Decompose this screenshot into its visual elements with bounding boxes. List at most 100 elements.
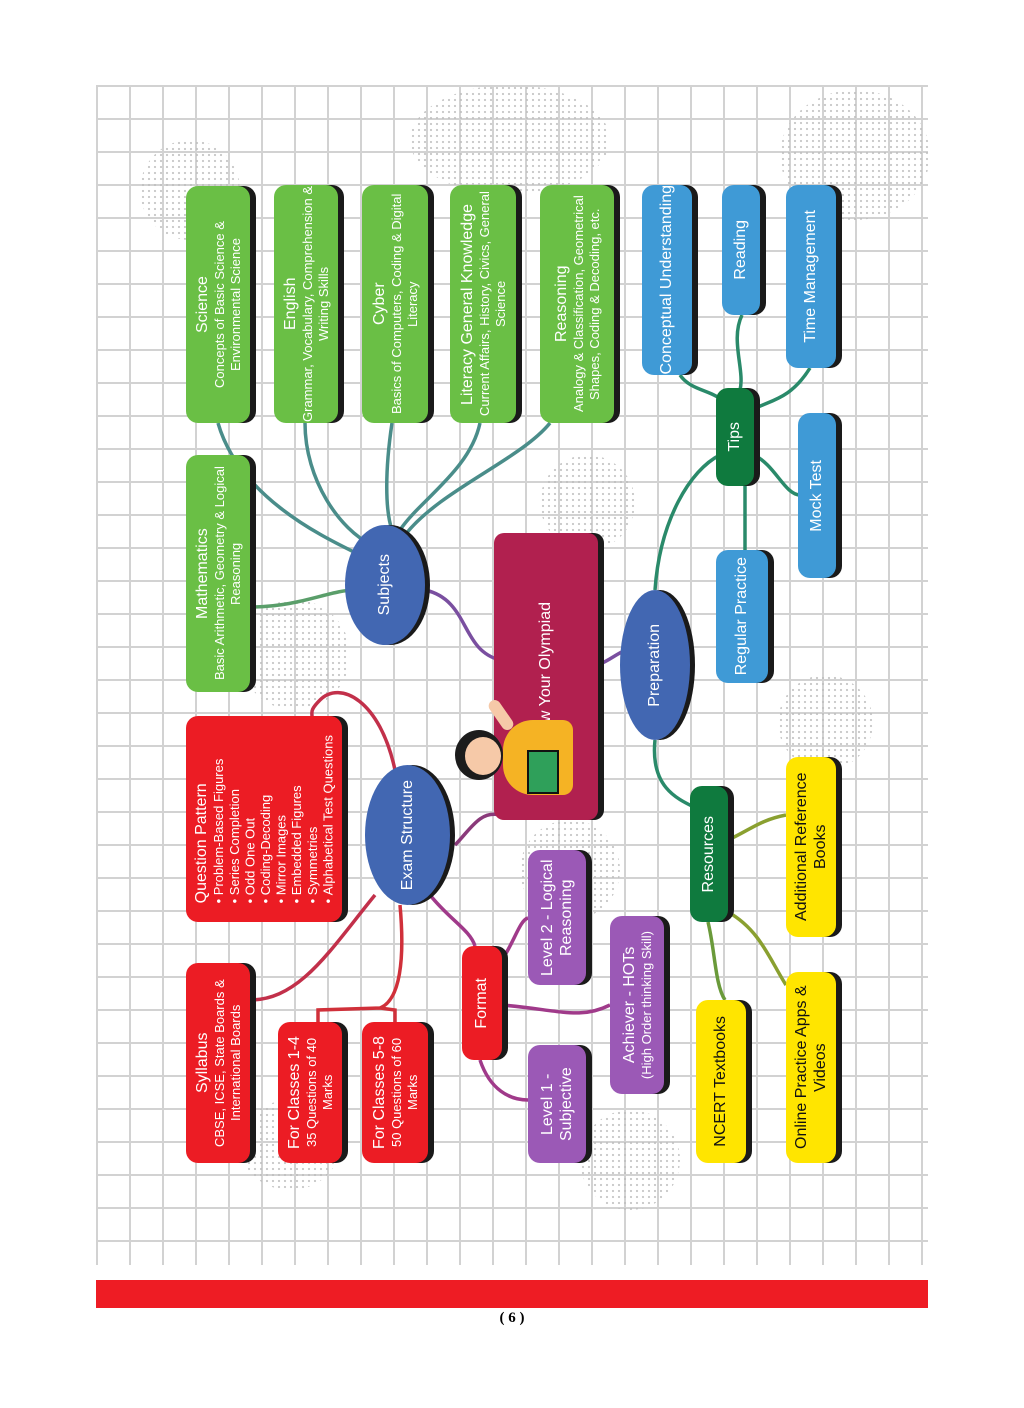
dot-pattern [410,85,610,195]
node-detail: Basics of Computers, Coding & Digital Li… [389,193,420,415]
node-title: Online Practice Apps & Videos [792,985,829,1150]
question-pattern-list: Problem-Based FiguresSeries CompletionOd… [211,735,336,903]
hub-tips[interactable]: Tips [716,388,754,486]
node-text: Subjects [375,554,394,615]
node-text: Exam Structure [398,780,417,890]
node-detail: Current Affairs, History, Civics, Genera… [477,191,508,417]
node-time-management[interactable]: Time Management [786,185,836,368]
node-title: Exam Structure [398,779,416,891]
node-text: Level 1 - Subjective [538,1045,576,1163]
node-level-2[interactable]: Level 2 - Logical Reasoning [528,850,586,985]
hub-resources[interactable]: Resources [690,786,728,922]
dot-pattern [778,675,873,770]
node-text: Tips [725,422,744,452]
node-text: Level 2 - Logical Reasoning [538,850,576,985]
node-title: Syllabus [193,1032,211,1094]
node-text: Additional Reference Books [792,757,830,937]
hub-preparation[interactable]: Preparation [620,590,690,740]
node-title: Additional Reference Books [792,772,829,922]
node-text: Time Management [801,210,820,343]
node-title: Time Management [802,210,820,343]
node-detail: Concepts of Basic Science & Environmenta… [212,221,243,388]
node-detail: 50 Questions of 60 Marks [389,1037,420,1148]
list-item: Alphabetical Test Questions [320,735,336,903]
node-title: Mock Test [808,459,826,532]
node-detail: Analogy & Classification, Geometrical Sh… [571,195,602,413]
node-text: Preparation [645,624,664,707]
node-text: Achiever - HOTs(High Order thinking Skil… [620,931,655,1079]
node-text: Regular Practice [732,557,751,675]
list-item: Coding-Decoding [258,735,274,903]
node-title: Level 2 - Logical Reasoning [538,859,575,976]
node-text: Question PatternProblem-Based FiguresSer… [192,735,336,903]
page-number: ( 6 ) [499,1310,525,1326]
footer-bar [96,1280,928,1308]
list-item: Mirror Images [274,735,290,903]
list-item: Embedded Figures [289,735,305,903]
student-face [465,737,501,775]
node-text: Online Practice Apps & Videos [792,972,830,1163]
node-additional-books[interactable]: Additional Reference Books [786,757,836,937]
node-level-1[interactable]: Level 1 - Subjective [528,1045,586,1163]
node-text: Conceptual Understanding [657,185,676,374]
hub-subjects[interactable]: Subjects [345,525,425,645]
node-detail: CBSE, ICSE, State Boards & International… [212,979,243,1147]
node-online-practice[interactable]: Online Practice Apps & Videos [786,972,836,1163]
node-title: Subjects [376,554,394,616]
node-title: Mathematics [193,528,211,619]
node-reading[interactable]: Reading [722,185,760,315]
node-detail: (High Order thinking Skill) [638,930,654,1080]
node-title: For Classes 5-8 [370,1036,388,1149]
node-title: Resources [700,815,718,893]
book-icon [527,750,559,794]
node-title: Reading [732,220,750,280]
node-text: Resources [699,816,718,892]
node-conceptual-understanding[interactable]: Conceptual Understanding [642,185,692,375]
node-regular-practice[interactable]: Regular Practice [716,550,768,683]
node-title: NCERT Textbooks [712,1016,730,1147]
node-achiever[interactable]: Achiever - HOTs(High Order thinking Skil… [610,916,664,1094]
node-ncert[interactable]: NCERT Textbooks [696,1000,746,1163]
node-title: Format [473,977,491,1029]
node-title: Level 1 - Subjective [538,1067,575,1141]
node-title: Achiever - HOTs [620,946,638,1064]
node-text: Reading [731,220,750,280]
node-text: NCERT Textbooks [711,1016,730,1147]
node-mock-test[interactable]: Mock Test [798,413,836,578]
list-item: Series Completion [227,735,243,903]
student-arm [486,697,516,733]
hub-exam-structure[interactable]: Exam Structure [365,765,450,905]
dot-pattern [580,1110,680,1210]
node-title: Tips [726,422,744,452]
node-title: For Classes 1-4 [285,1036,303,1149]
node-title: Conceptual Understanding [658,185,676,375]
hub-format[interactable]: Format [462,946,502,1060]
node-question-pattern[interactable]: Question PatternProblem-Based FiguresSer… [186,716,342,922]
node-title: Question Pattern [193,783,211,904]
list-item: Symmetries [305,735,321,903]
node-text: Format [472,978,491,1029]
node-title: Science [193,276,211,333]
student-illustration [455,690,595,805]
node-detail: Grammar, Vocabulary, Comprehension & Wri… [300,185,331,423]
node-title: English [281,277,299,331]
node-detail: Basic Arithmetic, Geometry & Logical Rea… [212,466,243,681]
